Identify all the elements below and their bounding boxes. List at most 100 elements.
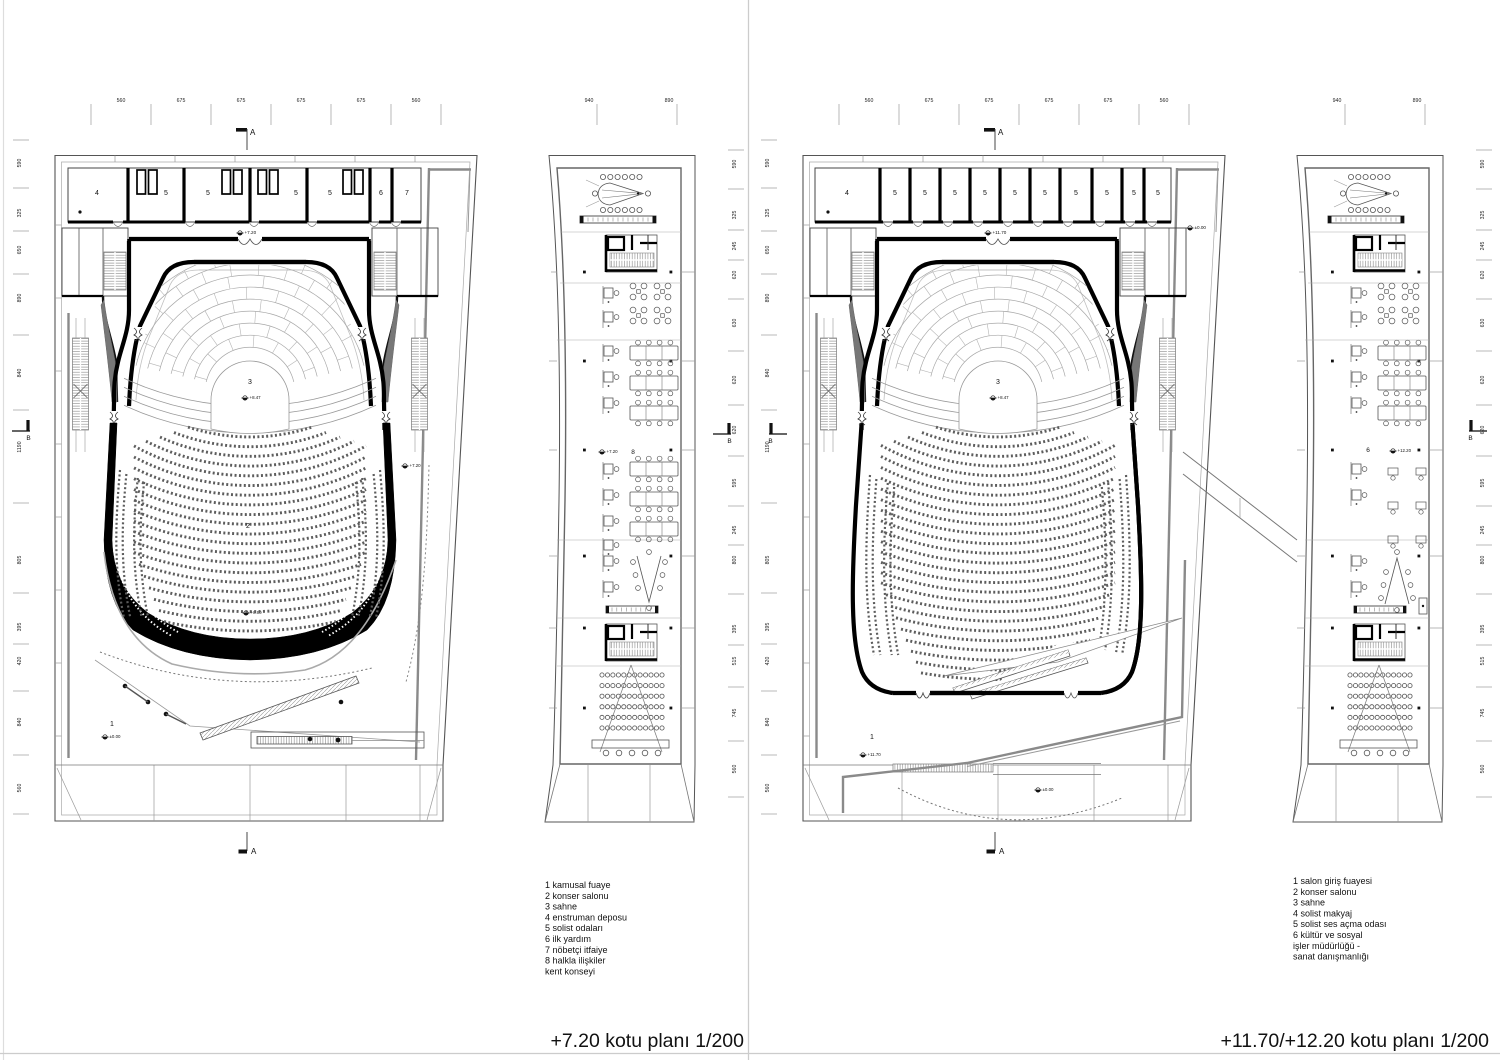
svg-text:840: 840 [17, 718, 23, 727]
svg-text:590: 590 [17, 159, 23, 168]
svg-text:5: 5 [983, 190, 987, 197]
svg-text:5: 5 [1074, 190, 1078, 197]
svg-text:7: 7 [405, 190, 409, 197]
svg-text:1190: 1190 [17, 441, 23, 452]
svg-text:2 konser salonu: 2 konser salonu [545, 891, 609, 901]
svg-text:B: B [727, 438, 731, 445]
svg-text:805: 805 [765, 556, 771, 565]
svg-text:+8.47: +8.47 [998, 395, 1010, 400]
svg-text:B: B [1468, 435, 1472, 442]
svg-text:8 halkla ilişkiler: 8 halkla ilişkiler [545, 956, 606, 966]
svg-text:5: 5 [893, 190, 897, 197]
svg-text:515: 515 [1480, 657, 1486, 666]
svg-text:620: 620 [732, 376, 738, 385]
svg-text:4 enstruman deposu: 4 enstruman deposu [545, 912, 627, 922]
svg-text:4: 4 [95, 190, 99, 197]
svg-text:675: 675 [357, 98, 366, 104]
svg-text:6: 6 [379, 190, 383, 197]
svg-text:940: 940 [1333, 98, 1342, 104]
svg-text:5: 5 [328, 190, 332, 197]
svg-text:3 sahne: 3 sahne [545, 902, 577, 912]
svg-text:620: 620 [732, 426, 738, 435]
svg-text:1 kamusal fuaye: 1 kamusal fuaye [545, 880, 611, 890]
svg-text:3: 3 [996, 379, 1000, 386]
svg-text:630: 630 [732, 319, 738, 328]
svg-text:1: 1 [870, 734, 874, 741]
svg-text:675: 675 [925, 98, 934, 104]
svg-text:675: 675 [1045, 98, 1054, 104]
svg-text:590: 590 [1480, 160, 1486, 169]
svg-text:3: 3 [248, 379, 252, 386]
svg-text:4 solist makyaj: 4 solist makyaj [1293, 908, 1352, 918]
svg-text:A: A [250, 128, 256, 137]
svg-text:800: 800 [1480, 556, 1486, 565]
svg-text:5: 5 [1132, 190, 1136, 197]
svg-text:1190: 1190 [765, 441, 771, 452]
svg-text:590: 590 [765, 159, 771, 168]
svg-text:395: 395 [732, 625, 738, 634]
svg-text:5: 5 [923, 190, 927, 197]
svg-text:5: 5 [294, 190, 298, 197]
svg-text:A: A [251, 847, 257, 856]
svg-text:590: 590 [732, 160, 738, 169]
svg-text:sanat danışmanlığı: sanat danışmanlığı [1293, 952, 1369, 962]
svg-text:560: 560 [765, 784, 771, 793]
svg-text:890: 890 [765, 294, 771, 303]
svg-text:+7.20: +7.20 [410, 463, 422, 468]
svg-text:890: 890 [1413, 98, 1422, 104]
svg-text:6 kültür ve sosyal: 6 kültür ve sosyal [1293, 930, 1363, 940]
svg-text:630: 630 [1480, 319, 1486, 328]
svg-text:325: 325 [17, 209, 23, 218]
svg-text:890: 890 [17, 294, 23, 303]
svg-text:560: 560 [17, 784, 23, 793]
svg-text:745: 745 [1480, 709, 1486, 718]
svg-text:4: 4 [845, 190, 849, 197]
svg-text:620: 620 [1480, 426, 1486, 435]
svg-text:840: 840 [17, 369, 23, 378]
svg-text:515: 515 [732, 657, 738, 666]
svg-text:245: 245 [732, 526, 738, 535]
svg-text:+12.20: +12.20 [1398, 448, 1412, 453]
svg-text:805: 805 [17, 556, 23, 565]
svg-text:5: 5 [206, 190, 210, 197]
svg-text:5: 5 [953, 190, 957, 197]
svg-text:325: 325 [732, 211, 738, 220]
svg-text:595: 595 [732, 479, 738, 488]
svg-text:+8.90: +8.90 [251, 610, 263, 615]
svg-text:+8.47: +8.47 [250, 395, 262, 400]
svg-text:6: 6 [1366, 447, 1370, 454]
svg-text:745: 745 [732, 709, 738, 718]
svg-text:+11.70/+12.20 kotu planı 1/200: +11.70/+12.20 kotu planı 1/200 [1220, 1030, 1489, 1052]
svg-text:5: 5 [1013, 190, 1017, 197]
svg-text:±0.00: ±0.00 [1043, 787, 1055, 792]
svg-text:560: 560 [865, 98, 874, 104]
svg-text:5: 5 [164, 190, 168, 197]
svg-text:+7.20: +7.20 [245, 230, 257, 235]
svg-text:5: 5 [1043, 190, 1047, 197]
svg-text:395: 395 [17, 623, 23, 632]
svg-text:420: 420 [765, 657, 771, 666]
svg-text:5: 5 [1156, 190, 1160, 197]
svg-text:560: 560 [1160, 98, 1169, 104]
svg-text:675: 675 [237, 98, 246, 104]
svg-text:840: 840 [765, 718, 771, 727]
svg-text:560: 560 [732, 765, 738, 774]
svg-text:6 ilk yardım: 6 ilk yardım [545, 934, 591, 944]
svg-text:620: 620 [1480, 376, 1486, 385]
svg-text:325: 325 [1480, 211, 1486, 220]
svg-text:5 solist odaları: 5 solist odaları [545, 923, 603, 933]
svg-text:7 nöbetçi itfaiye: 7 nöbetçi itfaiye [545, 945, 608, 955]
svg-text:±0.00: ±0.00 [1195, 225, 1207, 230]
svg-text:kent konseyi: kent konseyi [545, 966, 595, 976]
svg-text:1 salon giriş fuayesi: 1 salon giriş fuayesi [1293, 876, 1372, 886]
svg-text:+7.20: +7.20 [607, 449, 619, 454]
svg-text:675: 675 [1104, 98, 1113, 104]
svg-text:890: 890 [665, 98, 674, 104]
svg-text:675: 675 [177, 98, 186, 104]
svg-text:3 sahne: 3 sahne [1293, 898, 1325, 908]
svg-text:650: 650 [765, 246, 771, 255]
svg-text:840: 840 [765, 369, 771, 378]
svg-text:650: 650 [17, 246, 23, 255]
svg-text:5 solist ses açma odası: 5 solist ses açma odası [1293, 919, 1387, 929]
svg-text:940: 940 [585, 98, 594, 104]
